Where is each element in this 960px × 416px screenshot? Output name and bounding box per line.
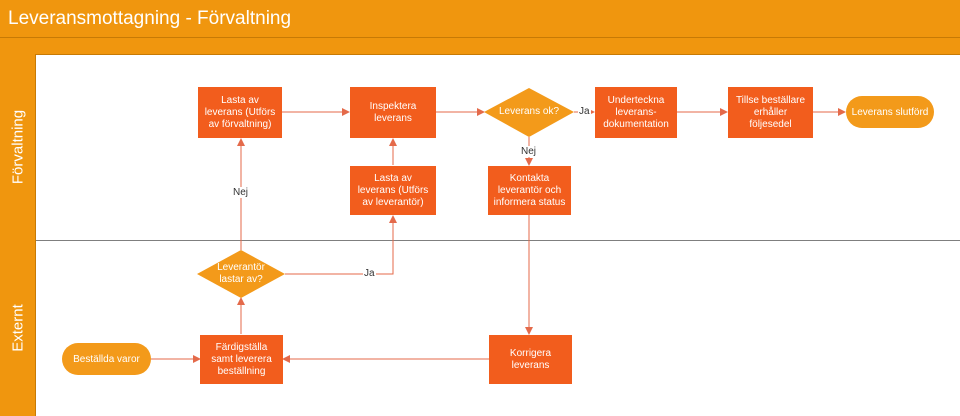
decision-leverans-ok-label: Leverans ok? [498,106,560,117]
process-kontakta: Kontakta leverantör och informera status [488,166,571,215]
edge-label-nej-lastar: Nej [232,187,250,198]
process-korrigera: Korrigera leverans [489,335,572,384]
edge-label-ja-ok: Ja [578,106,591,117]
decision-lastar-av-label: Leverantör lastar av? [217,262,265,285]
terminal-leverans-slutford: Leverans slutförd [846,96,934,128]
diagram-title: Leveransmottagning - Förvaltning [0,0,960,38]
process-tillse: Tillse beställare erhåller följesedel [728,87,813,138]
process-lasta-leverantor: Lasta av leverans (Utförs av leverantör) [350,166,436,215]
lane-separator [36,240,960,241]
process-lasta-forvaltning: Lasta av leverans (Utförs av förvaltning… [198,87,282,138]
process-underteckna: Underteckna leverans-dokumentation [595,87,677,138]
terminal-bestallda-varor: Beställda varor [62,343,151,375]
decision-leverans-ok-shape [484,88,574,137]
process-fardigstalla: Färdigställa samt leverera beställning [200,335,283,384]
edge-label-ja-lastar: Ja [363,268,376,279]
edge-lastar-to-lastalev [285,215,397,275]
edge-label-nej-ok: Nej [520,146,538,157]
lane-label-externt: Externt [0,240,36,416]
decision-lastar-av-shape [197,250,285,298]
process-inspektera: Inspektera leverans [350,87,436,138]
header-band [0,38,960,55]
lane-label-forvaltning: Förvaltning [0,54,36,240]
